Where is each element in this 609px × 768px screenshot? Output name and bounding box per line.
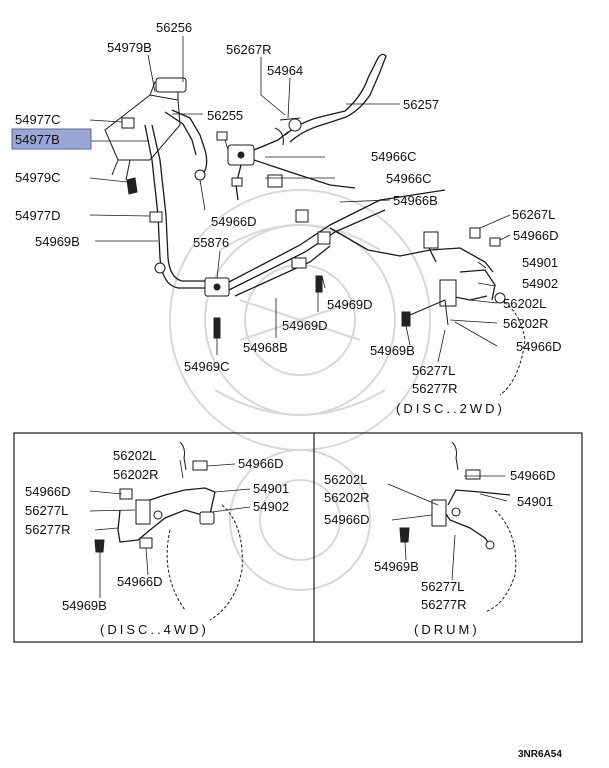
label-4wd-54902: 54902 [253,499,289,514]
bottom-panels-frame [13,432,583,643]
label-56257: 56257 [403,97,439,112]
label-drum-54966d-a: 54966D [510,468,556,483]
label-drum-56202l: 56202L [324,472,367,487]
label-54966b: 54966B [393,193,438,208]
label-4wd-56277l: 56277L [25,503,68,518]
label-drum-56202r: 56202R [324,490,370,505]
highlight-box-54977b [11,128,92,150]
caption-disc-2wd: (DISC..2WD) [396,401,505,416]
label-4wd-56277r: 56277R [25,522,71,537]
label-54979c: 54979C [15,170,61,185]
label-4wd-54901: 54901 [253,481,289,496]
label-4wd-54966d-c: 54966D [117,574,163,589]
label-54969b: 54969B [35,234,80,249]
label-54977c: 54977C [15,112,61,127]
label-4wd-54966d-a: 54966D [238,456,284,471]
label-drum-54901: 54901 [517,494,553,509]
panel-drum: 56202L 54966D 56202R 54901 54966D 54969B… [324,441,556,637]
caption-drum: (DRUM) [414,622,480,637]
label-54969d-a: 54969D [327,297,373,312]
label-56267l: 56267L [512,207,555,222]
label-drum-56277r: 56277R [421,597,467,612]
label-drum-54966d-b: 54966D [324,512,370,527]
label-54966c-a: 54966C [371,149,417,164]
diagram-code: 3NR6A54 [518,749,562,760]
label-54979b: 54979B [107,40,152,55]
label-54966d-c: 54966D [516,339,562,354]
label-54977b: 54977B [15,132,60,147]
label-54969d-b: 54969D [282,318,328,333]
panel-disc-4wd: 56202L 54966D 56202R 54966D 54901 56277L… [25,441,289,637]
label-56255: 56255 [207,108,243,123]
label-4wd-54966d-b: 54966D [25,484,71,499]
label-drum-54969b: 54969B [374,559,419,574]
label-54966d-b: 54966D [513,228,559,243]
caption-disc-4wd: (DISC..4WD) [100,622,209,637]
label-4wd-54969b: 54969B [62,598,107,613]
label-56256: 56256 [156,20,192,35]
label-54966d-a: 54966D [211,214,257,229]
label-4wd-56202l: 56202L [113,448,156,463]
label-54977d: 54977D [15,208,61,223]
label-56277r: 56277R [412,381,458,396]
label-54966c-b: 54966C [386,171,432,186]
label-54968b: 54968B [243,340,288,355]
main-leader-lines [89,36,511,363]
main-labels: 56256 54979B 56267R 54964 56257 54977C 5… [11,20,562,416]
label-54902: 54902 [522,276,558,291]
label-drum-56277l: 56277L [421,579,464,594]
label-54964: 54964 [267,63,303,78]
label-56267r: 56267R [226,42,272,57]
label-54901: 54901 [522,255,558,270]
main-assembly [104,53,526,396]
label-55876: 55876 [193,235,229,250]
label-54969c: 54969C [184,359,230,374]
watermark-seal [169,189,431,591]
label-4wd-56202r: 56202R [113,467,159,482]
label-56202r: 56202R [503,316,549,331]
label-56277l: 56277L [412,363,455,378]
label-54969b-b: 54969B [370,343,415,358]
label-56202l: 56202L [503,296,546,311]
